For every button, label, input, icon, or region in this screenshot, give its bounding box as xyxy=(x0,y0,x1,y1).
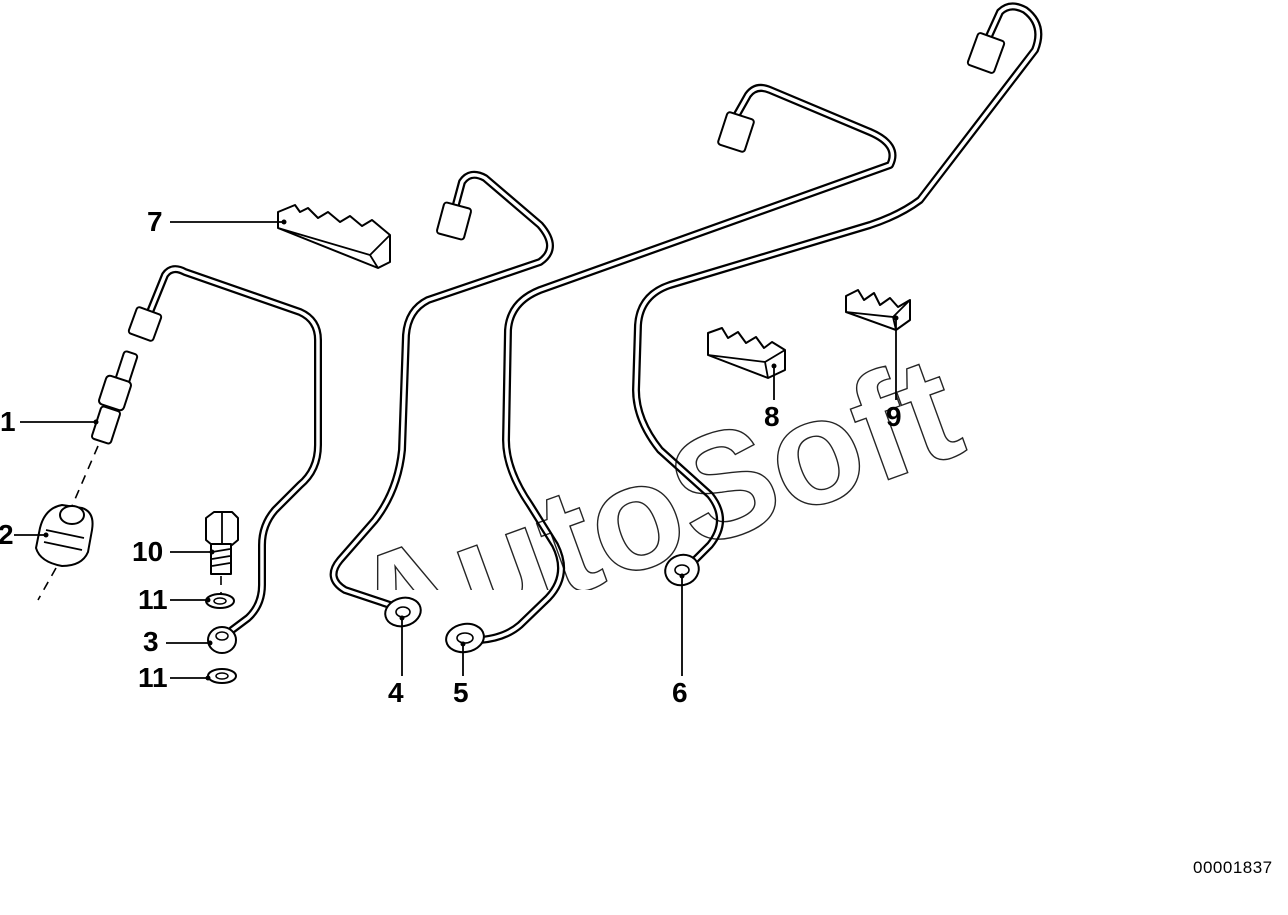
callout-11-lower: 11 xyxy=(138,662,168,693)
document-id: 00001837 xyxy=(1193,858,1273,877)
callout-11-upper: 11 xyxy=(138,584,168,615)
part-8-clamp xyxy=(707,327,786,379)
callout-3: 3 xyxy=(143,626,159,657)
callout-8: 8 xyxy=(764,401,780,432)
callout-4: 4 xyxy=(388,677,404,708)
part-3-banjo xyxy=(207,626,237,654)
leader-lines xyxy=(14,219,899,681)
callout-6: 6 xyxy=(672,677,688,708)
pipe-6-nut xyxy=(966,32,1006,74)
callout-7: 7 xyxy=(147,206,163,237)
callout-5: 5 xyxy=(453,677,469,708)
part-1-fitting xyxy=(65,350,139,521)
pipe-5-nut xyxy=(717,111,755,153)
part-11-washer-upper xyxy=(205,593,235,609)
callout-9: 9 xyxy=(886,401,902,432)
pipe-4-nut xyxy=(436,201,472,241)
injection-pipe-4 xyxy=(329,170,554,628)
callout-2: 2 xyxy=(0,519,14,550)
part-11-washer-lower xyxy=(207,668,237,684)
pipe-3-nut xyxy=(127,306,163,342)
callout-1: 1 xyxy=(0,406,16,437)
callout-10: 10 xyxy=(132,536,164,567)
part-2-boot xyxy=(35,504,94,601)
injection-pipe-3 xyxy=(127,265,322,634)
part-9-clamp xyxy=(845,289,911,331)
injection-pipe-6 xyxy=(632,2,1043,587)
injection-pipe-5 xyxy=(445,83,897,654)
part-7-holder xyxy=(277,204,391,269)
part-10-banjo-bolt xyxy=(205,511,239,594)
